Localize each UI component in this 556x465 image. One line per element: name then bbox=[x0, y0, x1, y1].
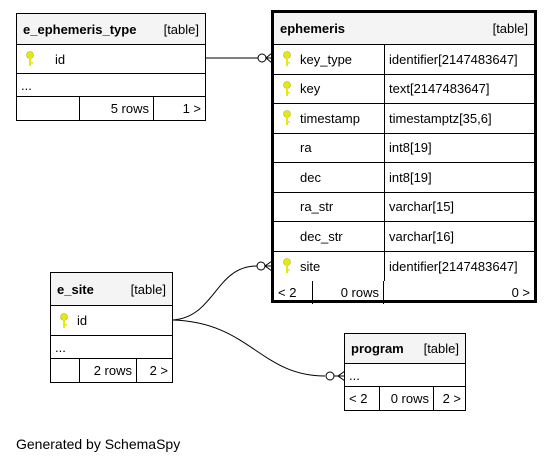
table-kind: [table] bbox=[163, 21, 199, 37]
column-name: id bbox=[55, 51, 66, 67]
column-type: timestamptz[35,6] bbox=[384, 104, 534, 133]
column-row: site identifier[2147483647] bbox=[274, 251, 534, 282]
row-count: 0 rows bbox=[379, 387, 433, 410]
footer-text: Generated by SchemaSpy bbox=[16, 436, 181, 452]
stats-row: 5 rows 1 > bbox=[17, 97, 205, 120]
column-type: varchar[15] bbox=[384, 192, 534, 221]
table-e-site[interactable]: e_site [table] id ... 2 rows 2 > bbox=[50, 272, 173, 383]
column-type: int8[19] bbox=[384, 163, 534, 192]
row-count: 5 rows bbox=[79, 97, 153, 120]
blank-icon bbox=[274, 193, 296, 222]
column-type: identifier[2147483647] bbox=[384, 251, 534, 281]
column-type: varchar[16] bbox=[384, 222, 534, 251]
column-row: dec_str varchar[16] bbox=[274, 222, 534, 252]
stats-row: 2 rows 2 > bbox=[51, 359, 172, 382]
column-row: id bbox=[51, 306, 172, 336]
table-header: ephemeris [table] bbox=[274, 13, 534, 45]
relationship-site-to-ephemeris bbox=[171, 260, 273, 321]
ellipsis-row: ... bbox=[345, 364, 465, 387]
column-name: key bbox=[300, 81, 321, 97]
ellipsis: ... bbox=[349, 367, 360, 383]
column-name: site bbox=[300, 258, 321, 274]
parents-count[interactable]: < 2 bbox=[349, 391, 368, 406]
column-name: key_type bbox=[300, 51, 353, 67]
ellipsis-row: ... bbox=[17, 74, 205, 97]
column-type: text[2147483647] bbox=[384, 74, 534, 103]
column-type: int8[19] bbox=[384, 133, 534, 162]
primary-key-icon bbox=[51, 306, 73, 335]
children-count[interactable]: 0 > bbox=[383, 281, 534, 304]
column-row: id bbox=[17, 45, 205, 74]
column-row: key text[2147483647] bbox=[274, 74, 534, 104]
children-count[interactable]: 2 > bbox=[433, 387, 465, 410]
column-name: dec bbox=[300, 169, 321, 185]
primary-key-icon bbox=[274, 45, 296, 74]
table-header: program [table] bbox=[345, 334, 465, 364]
column-row: dec int8[19] bbox=[274, 163, 534, 193]
column-name: ra_str bbox=[300, 199, 334, 215]
column-row: ra_str varchar[15] bbox=[274, 192, 534, 222]
blank-icon bbox=[274, 163, 296, 192]
table-kind: [table] bbox=[492, 21, 528, 36]
column-type: identifier[2147483647] bbox=[384, 45, 534, 74]
children-count[interactable]: 2 > bbox=[136, 359, 172, 382]
table-kind: [table] bbox=[130, 281, 166, 297]
column-row: key_type identifier[2147483647] bbox=[274, 45, 534, 75]
column-list: key_type identifier[2147483647] key text[21… bbox=[274, 45, 534, 281]
row-count: 2 rows bbox=[79, 359, 136, 382]
table-name[interactable]: e_site bbox=[57, 281, 94, 297]
parents-count[interactable]: < 2 bbox=[278, 285, 297, 300]
relationship-site-to-program bbox=[171, 319, 346, 382]
ellipsis-row: ... bbox=[51, 336, 172, 359]
children-count[interactable]: 1 > bbox=[153, 97, 205, 120]
blank-icon bbox=[274, 222, 296, 251]
primary-key-icon bbox=[274, 75, 296, 104]
table-program[interactable]: program [table] ... < 2 0 rows 2 > bbox=[344, 333, 466, 411]
blank-icon bbox=[274, 134, 296, 163]
table-name[interactable]: e_ephemeris_type bbox=[23, 21, 137, 37]
table-name[interactable]: program bbox=[351, 341, 404, 356]
ellipsis: ... bbox=[55, 339, 66, 355]
parents-count bbox=[51, 359, 79, 382]
table-kind: [table] bbox=[423, 341, 459, 356]
primary-key-icon bbox=[274, 104, 296, 133]
primary-key-icon bbox=[17, 45, 39, 73]
table-ephemeris[interactable]: ephemeris [table] key_type identifier[214… bbox=[271, 10, 537, 304]
column-name: ra bbox=[300, 140, 312, 156]
table-header: e_ephemeris_type [table] bbox=[17, 14, 205, 45]
row-count: 0 rows bbox=[312, 281, 383, 304]
column-row: timestamp timestamptz[35,6] bbox=[274, 104, 534, 134]
column-name: id bbox=[77, 313, 88, 328]
column-row: ra int8[19] bbox=[274, 133, 534, 163]
table-e-ephemeris-type[interactable]: e_ephemeris_type [table] id ... 5 rows 1… bbox=[16, 13, 206, 121]
ellipsis: ... bbox=[21, 77, 32, 93]
table-name[interactable]: ephemeris bbox=[280, 21, 346, 36]
column-name: dec_str bbox=[300, 228, 343, 244]
stats-row: < 2 0 rows 2 > bbox=[345, 387, 465, 410]
stats-row: < 2 0 rows 0 > bbox=[274, 281, 534, 304]
column-name: timestamp bbox=[300, 110, 360, 126]
relationship-type-to-ephemeris bbox=[206, 52, 273, 64]
table-header: e_site [table] bbox=[51, 273, 172, 306]
primary-key-icon bbox=[274, 252, 296, 282]
parents-count bbox=[17, 97, 79, 120]
